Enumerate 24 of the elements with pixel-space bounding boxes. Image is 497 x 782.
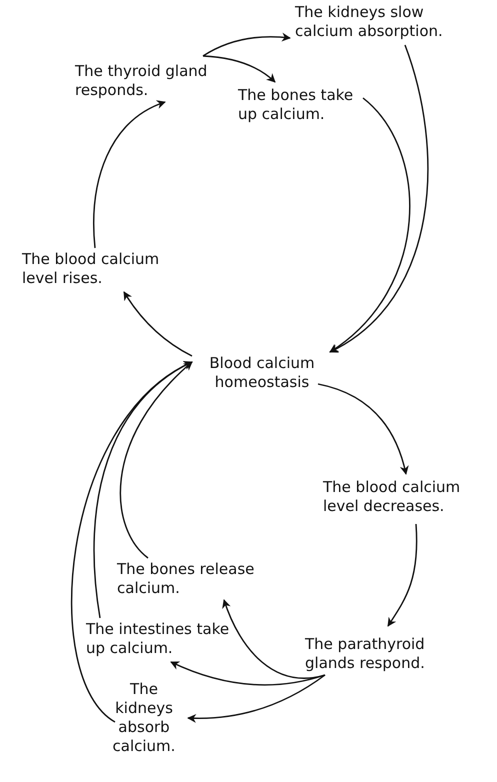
node-label: The kidneys slow calcium absorption. (295, 3, 444, 41)
arrow (93, 361, 193, 618)
node-label: Blood calcium homeostasis (208, 354, 316, 392)
arrow (123, 291, 192, 357)
node-label: The kidneys absorb calcium. (112, 680, 176, 756)
arrow (387, 524, 418, 627)
arrow (202, 32, 291, 57)
node-label: The bones release calcium. (117, 560, 256, 598)
node-label: The blood calcium level decreases. (323, 478, 462, 516)
node-label: The parathyroid glands respond. (305, 635, 426, 673)
arrow (93, 100, 166, 248)
arrow (202, 55, 276, 83)
node-label: The blood calcium level rises. (22, 250, 160, 288)
arrow (187, 674, 326, 723)
node-label: The intestines take up calcium. (86, 620, 230, 658)
node-label: The bones take up calcium. (238, 86, 354, 124)
arrow (170, 661, 326, 686)
arrow (71, 361, 193, 723)
node-label: The thyroid gland responds. (75, 62, 208, 100)
arrow (222, 599, 326, 679)
arrow (329, 98, 410, 353)
arrow (318, 383, 408, 475)
arrow (329, 44, 428, 353)
arrow (120, 361, 193, 559)
